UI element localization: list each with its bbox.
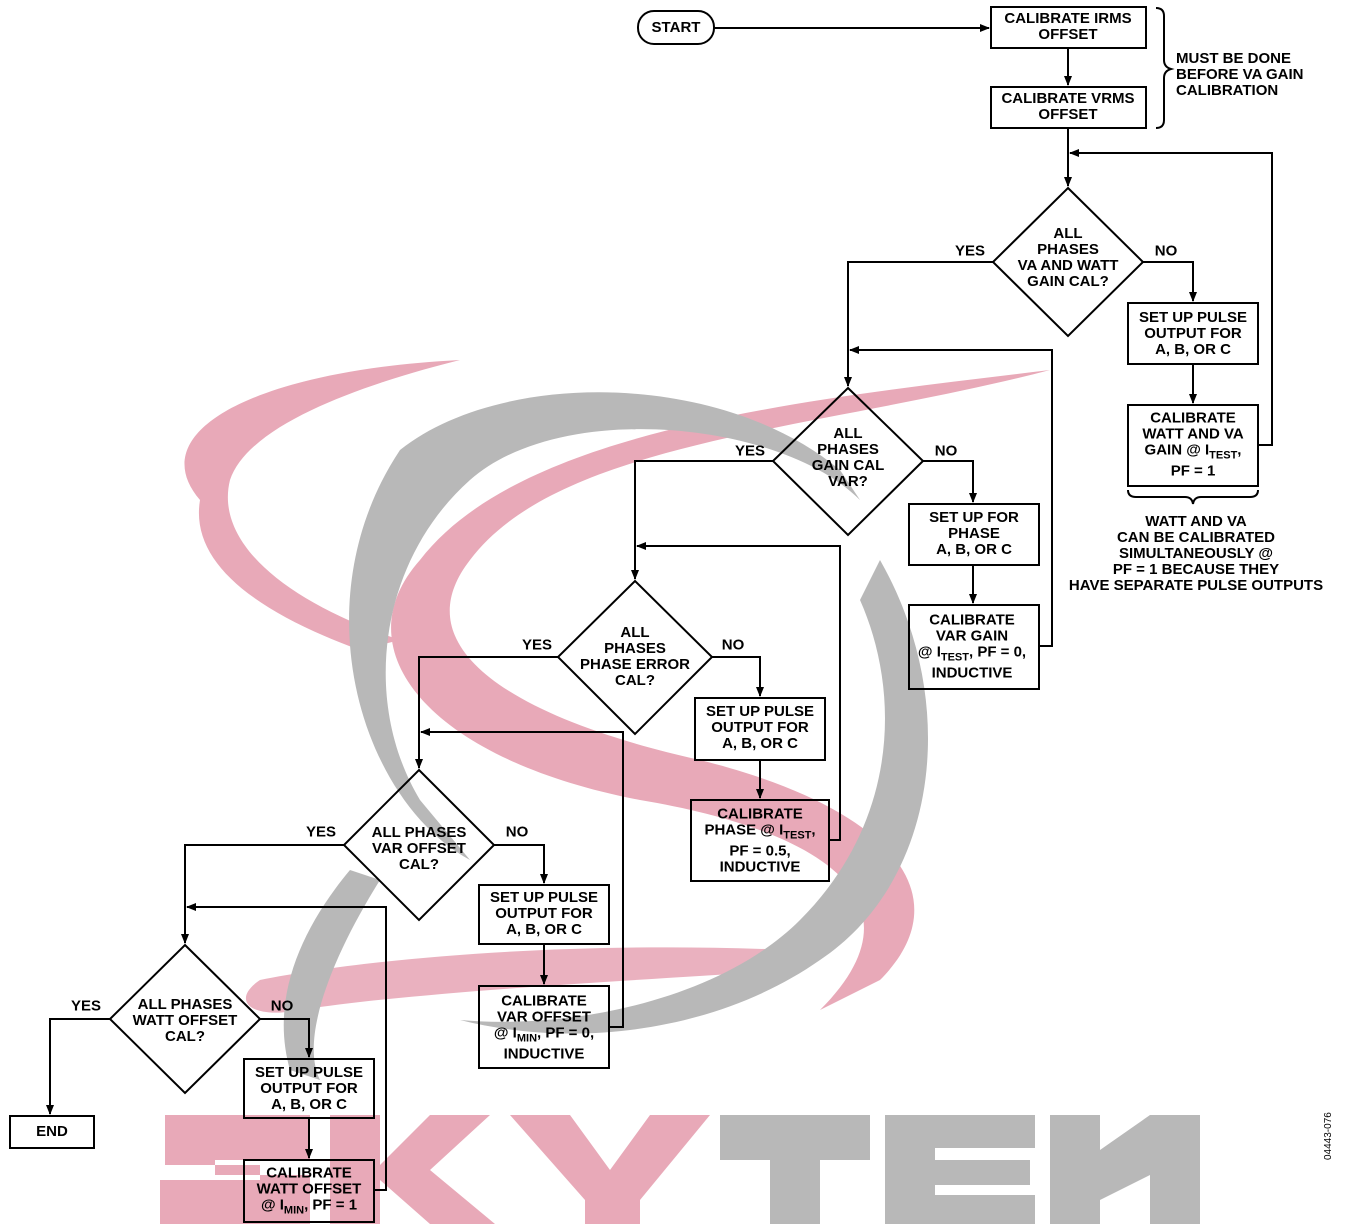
setup-pulse-2-label: SET UP PULSE OUTPUT FOR A, B, OR C bbox=[705, 703, 815, 752]
calibrate-var-gain-label: CALIBRATE VAR GAIN @ ITEST, PF = 0, INDU… bbox=[917, 611, 1027, 682]
setup-phase-label: SET UP FOR PHASE A, B, OR C bbox=[929, 509, 1019, 558]
d5-no-label: NO bbox=[270, 997, 294, 1015]
d4-no-label: NO bbox=[505, 823, 529, 841]
d1-no-label: NO bbox=[1154, 242, 1178, 260]
decision-5-label: ALL PHASES WATT OFFSET CAL? bbox=[132, 996, 238, 1045]
decision-var-gain bbox=[771, 386, 925, 537]
decision-2-label: ALL PHASES GAIN CAL VAR? bbox=[811, 425, 885, 490]
calibrate-phase-label: CALIBRATE PHASE @ ITEST, PF = 0.5, INDUC… bbox=[704, 805, 816, 876]
d3-no-label: NO bbox=[721, 636, 745, 654]
decision-var-offset bbox=[342, 768, 496, 922]
loop-d2 bbox=[849, 346, 1053, 647]
setup-pulse-4-label: SET UP PULSE OUTPUT FOR A, B, OR C bbox=[254, 1064, 364, 1113]
connector-d5-no bbox=[260, 1018, 313, 1058]
connector-d1-yes bbox=[844, 261, 993, 387]
connector-d2-yes bbox=[631, 460, 773, 580]
loop-d5 bbox=[186, 903, 387, 1191]
d3-yes-label: YES bbox=[521, 636, 553, 654]
d2-no-label: NO bbox=[934, 442, 958, 460]
connector-d4-yes bbox=[181, 844, 344, 944]
decision-phase-error bbox=[556, 579, 714, 736]
setup-pulse-3-label: SET UP PULSE OUTPUT FOR A, B, OR C bbox=[489, 889, 599, 938]
connector-d3-no bbox=[712, 656, 764, 697]
calibrate-var-offset-label: CALIBRATE VAR OFFSET @ IMIN, PF = 0, IND… bbox=[493, 992, 595, 1063]
watermark-letters bbox=[160, 1115, 1200, 1224]
watt-va-note: WATT AND VA CAN BE CALIBRATED SIMULTANEO… bbox=[1068, 513, 1324, 594]
brace-watt-va-note bbox=[1127, 489, 1259, 505]
connector-d2-no bbox=[923, 460, 977, 503]
d2-yes-label: YES bbox=[734, 442, 766, 460]
decision-va-watt-gain bbox=[991, 186, 1145, 338]
calibrate-vrms-label: CALIBRATE VRMS OFFSET bbox=[1001, 90, 1135, 123]
connector-d5-yes bbox=[46, 1018, 110, 1115]
d1-yes-label: YES bbox=[954, 242, 986, 260]
connector-d4-no bbox=[494, 844, 548, 884]
loop-d1 bbox=[1069, 149, 1273, 446]
setup-pulse-1-label: SET UP PULSE OUTPUT FOR A, B, OR C bbox=[1138, 309, 1248, 358]
end-label: END bbox=[36, 1123, 68, 1140]
brace-must-be-done bbox=[1155, 7, 1175, 129]
loop-d4 bbox=[420, 728, 624, 1028]
must-be-done-note: MUST BE DONE BEFORE VA GAIN CALIBRATION bbox=[1176, 50, 1304, 99]
d5-yes-label: YES bbox=[70, 997, 102, 1015]
figure-id: 04443-076 bbox=[1323, 1112, 1334, 1160]
connector-d3-yes bbox=[415, 656, 558, 769]
connector-d1-no bbox=[1143, 261, 1197, 302]
calibrate-watt-va-label: CALIBRATE WATT AND VA GAIN @ ITEST, PF =… bbox=[1142, 409, 1244, 480]
loop-d3 bbox=[636, 542, 841, 841]
calibrate-watt-offset-label: CALIBRATE WATT OFFSET @ IMIN, PF = 1 bbox=[256, 1164, 362, 1217]
decision-3-label: ALL PHASES PHASE ERROR CAL? bbox=[579, 624, 691, 689]
decision-watt-offset bbox=[108, 943, 262, 1095]
decision-4-label: ALL PHASES VAR OFFSET CAL? bbox=[371, 824, 467, 873]
watermark-gray-ring bbox=[283, 392, 928, 1080]
decision-1-label: ALL PHASES VA AND WATT GAIN CAL? bbox=[1017, 225, 1119, 290]
calibrate-irms-label: CALIBRATE IRMS OFFSET bbox=[1004, 10, 1132, 43]
d4-yes-label: YES bbox=[305, 823, 337, 841]
end-terminal bbox=[9, 1115, 95, 1149]
start-label: START bbox=[651, 19, 701, 36]
